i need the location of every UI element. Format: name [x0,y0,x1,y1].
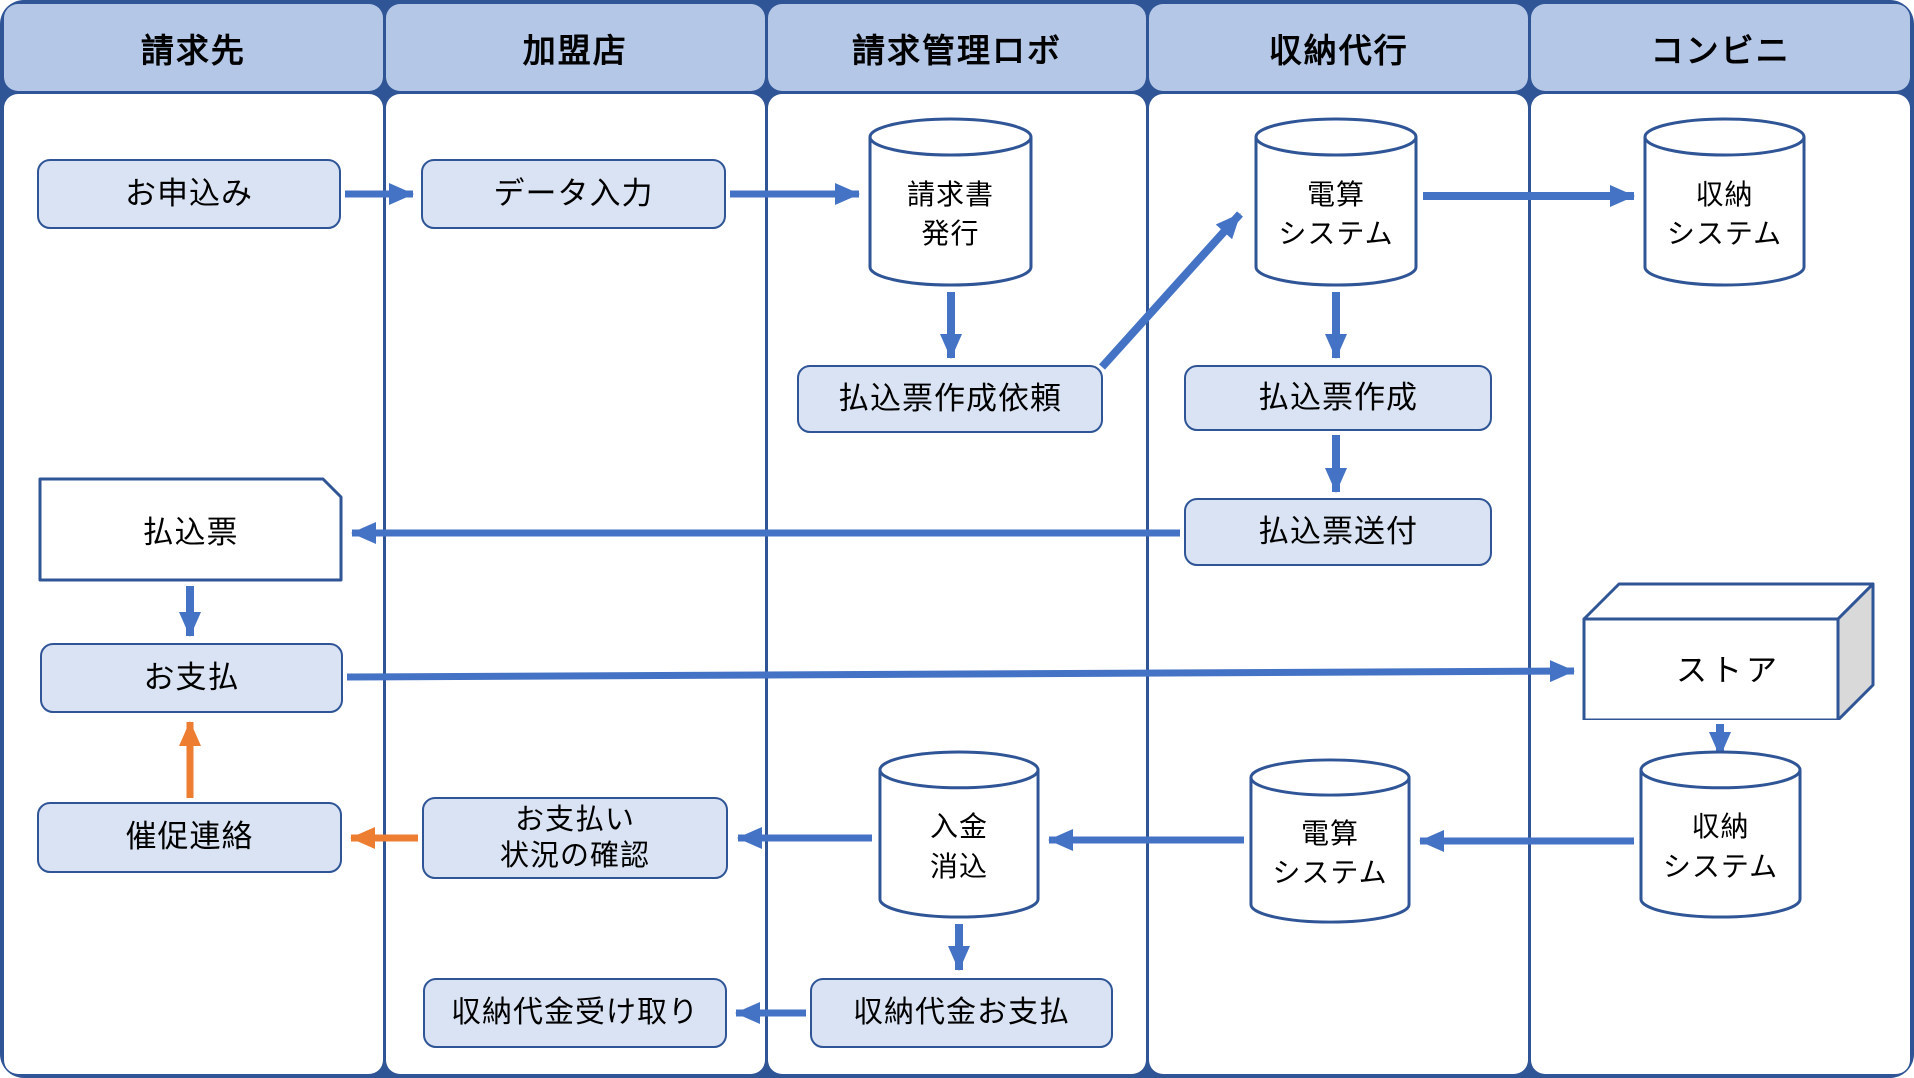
node-application: お申込み [37,159,341,229]
node-slip-send: 払込票送付 [1184,498,1492,566]
node-status-check: お支払い 状況の確認 [422,797,728,879]
lane-header-member-store: 加盟店 [385,4,765,91]
node-slip-create: 払込票作成 [1184,365,1492,431]
cylinder-shape [1639,750,1802,919]
lane-body [385,94,765,1074]
node-densan-system-bottom-cylinder: 電算 システム [1248,757,1412,925]
cylinder-shape [1249,758,1411,924]
lane-header-convenience-store: コンビニ [1531,4,1910,91]
node-payment-slip-document: 払込票 [38,477,343,582]
node-label: 払込票作成依頼 [838,380,1062,416]
node-label: 払込票作成 [1258,379,1418,415]
node-label: 収納代金お支払 [853,996,1070,1030]
node-receive-money: 収納代金受け取り [423,978,727,1048]
lane-header-billing-robot: 請求管理ロボ [767,4,1147,91]
node-deposit-clearing-cylinder: 入金 消込 [877,749,1041,920]
node-shuno-system-top-cylinder: 収納 システム [1642,116,1807,288]
node-label: 催促連絡 [125,819,254,855]
cube-shape [1582,582,1875,720]
node-label: 収納 システム [1666,178,1783,249]
node-label: 入金 消込 [929,811,988,882]
node-data-entry: データ入力 [421,159,726,229]
node-label: 電算 システム [1272,817,1388,888]
node-label: お支払い 状況の確認 [499,803,650,872]
node-label: 収納 システム [1662,811,1779,882]
lane-title: 加盟店 [522,31,628,69]
lane-billing-target: 請求先 [4,4,383,1074]
node-label: 払込票送付 [1258,513,1418,549]
node-label: ストア [1676,653,1781,688]
lane-title: 請求先 [140,31,246,69]
node-label: データ入力 [493,175,654,211]
node-label: お支払 [143,659,240,695]
lane-header-collection-agency: 収納代行 [1149,4,1529,91]
cylinder-shape [868,117,1033,287]
lane-title: コンビニ [1650,31,1791,69]
lane-body [4,94,383,1074]
node-densan-system-top-cylinder: 電算 システム [1253,116,1419,288]
node-invoice-issue-cylinder: 請求書 発行 [867,116,1034,288]
lane-title: 収納代行 [1268,31,1409,69]
lane-header-billing-target: 請求先 [4,4,383,91]
lane-member-store: 加盟店 [385,4,765,1074]
node-label: 電算 システム [1278,178,1394,249]
cylinder-shape [1254,117,1418,287]
node-payment: お支払 [40,643,343,713]
document-shape [38,477,343,582]
lane-title: 請求管理ロボ [851,31,1062,69]
cylinder-shape [878,750,1040,919]
node-label: お申込み [125,175,253,211]
node-shuno-system-bottom-cylinder: 収納 システム [1638,749,1803,920]
node-label: 請求書 発行 [906,178,994,249]
cylinder-shape [1643,117,1806,287]
node-label: 払込票 [142,515,239,550]
node-store-3d-box: ストア [1582,582,1875,720]
node-slip-request: 払込票作成依頼 [797,365,1103,433]
node-pay-money: 収納代金お支払 [810,978,1113,1048]
node-label: 収納代金受け取り [451,996,699,1030]
node-reminder: 催促連絡 [37,802,342,873]
